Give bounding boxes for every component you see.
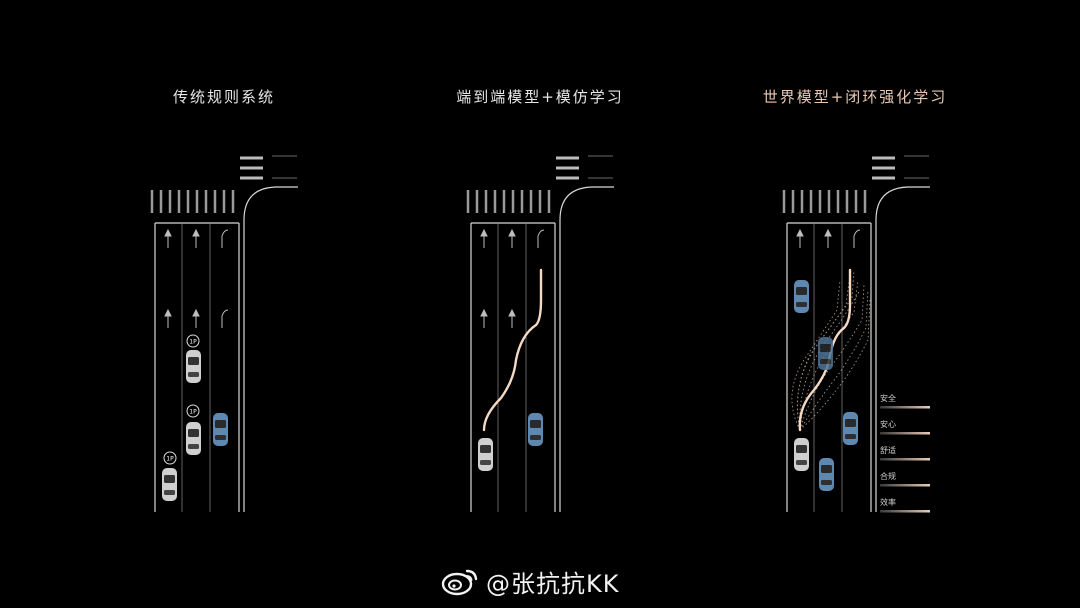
rule-based-scene: 1P 1P 1P [150, 155, 298, 512]
watermark: @张抗抗KK [440, 564, 619, 598]
metric-bar-safety [880, 406, 930, 409]
panel-title-world-model: 世界模型+闭环强化学习 [762, 88, 948, 106]
metric-bar-efficiency [880, 510, 930, 513]
ego-car-1 [186, 350, 201, 383]
other-car-blue [528, 413, 543, 446]
badge-3-text: 1P [166, 456, 174, 463]
other-car-blue-bottom [819, 458, 834, 491]
metric-bars [880, 406, 930, 513]
panel-title-end-to-end: 端到端模型+模仿学习 [456, 88, 624, 106]
badge-2-text: 1P [189, 409, 197, 416]
crosswalk-right [240, 156, 263, 180]
metric-bar-comfort [880, 458, 930, 461]
other-car-blue-top [794, 280, 809, 313]
metric-label-efficiency: 效率 [880, 498, 896, 507]
end-to-end-scene [466, 155, 614, 512]
watermark-text: @张抗抗KK [486, 569, 620, 598]
weibo-icon [441, 569, 478, 596]
metric-label-compliance: 合规 [880, 472, 896, 481]
metric-bar-peace-of-mind [880, 432, 930, 435]
world-model-scene [782, 155, 930, 513]
metric-label-comfort: 舒适 [880, 446, 896, 455]
other-car-blue [213, 413, 228, 446]
ego-car [794, 438, 809, 471]
metric-label-peace-of-mind: 安心 [880, 420, 896, 429]
badge-1 [186, 334, 200, 348]
other-car-blue-right [843, 412, 858, 445]
other-car-blue-middle [818, 337, 833, 370]
badge-1-text: 1P [189, 339, 197, 346]
panel-title-rule-based: 传统规则系统 [172, 88, 275, 106]
road [154, 186, 298, 512]
ego-car-2 [186, 422, 201, 455]
metric-bar-compliance [880, 484, 930, 487]
crosswalk-top [150, 190, 235, 213]
trajectory [482, 268, 543, 432]
ego-car [478, 438, 493, 471]
metric-label-safety: 安全 [880, 394, 896, 403]
ego-car-3 [162, 468, 177, 501]
